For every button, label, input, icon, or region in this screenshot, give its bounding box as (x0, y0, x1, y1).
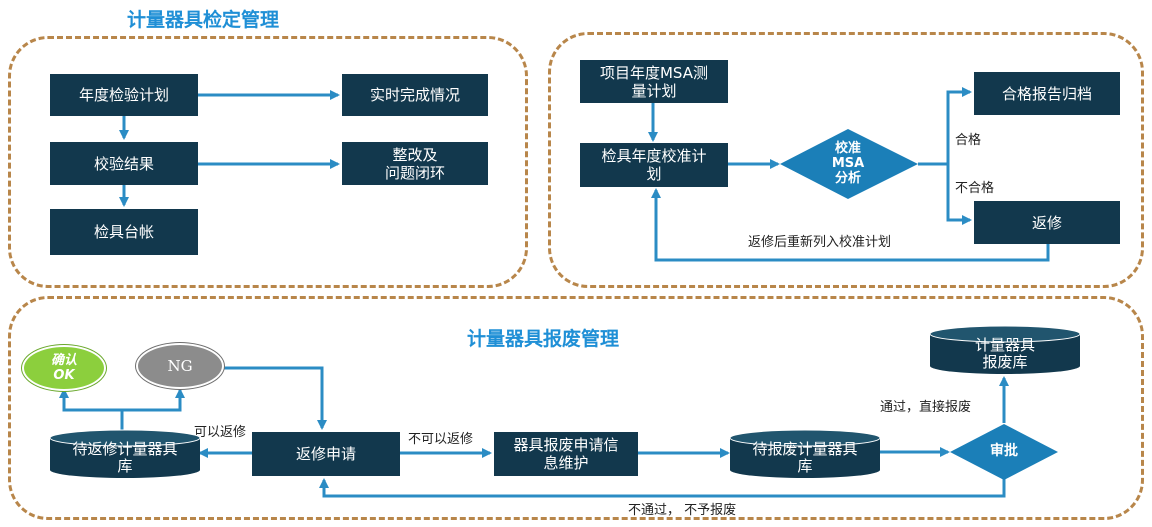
approved-label: 通过，直接报废 (880, 400, 972, 415)
rectify-box: 整改及 问题闭环 (342, 142, 488, 185)
pass-label: 合格 (955, 133, 982, 148)
frame-msa-calibration (548, 32, 1144, 288)
decision-label-calibration: 校准 MSA 分析 (831, 141, 865, 186)
approve-label: 审批 (990, 443, 1018, 459)
repair-loop-label: 返修后重新列入校准计划 (748, 235, 892, 250)
frame-scrap-management (8, 296, 1144, 520)
ng-ellipse: NG (136, 343, 224, 389)
decision-diamond-approve (950, 424, 1058, 480)
arrow-decision-to-repair (946, 164, 972, 225)
cylinder-scrap-store (929, 325, 1081, 374)
arrow-approve-reject-loop (319, 478, 1006, 498)
annual-plan-box: 年度检验计划 (50, 74, 198, 116)
rejected-label: 不通过， 不予报废 (628, 503, 737, 518)
msa-plan-box: 项目年度MSA测 量计划 (580, 60, 728, 103)
arrow-repair-loop (651, 188, 1050, 262)
fail-label: 不合格 (955, 181, 995, 196)
arrow-ng-to-request (222, 366, 327, 430)
pending-scrap-label: 待报废计量器具 库 (752, 440, 858, 475)
arrow-pending-to-ok (59, 388, 124, 432)
cylinder-pending-repair (49, 429, 201, 478)
calibration-plan-box: 检具年度校准计 划 (580, 143, 728, 187)
arrow-decision-to-archive (918, 87, 972, 166)
scrap-management-title: 计量器具报废管理 (467, 328, 620, 350)
cannot-repair-label: 不可以返修 (408, 432, 474, 447)
calibration-management-title: 计量器具检定管理 (127, 9, 280, 31)
decision-diamond-calibration (780, 129, 918, 199)
repair-box: 返修 (974, 201, 1120, 244)
pending-repair-label: 待返修计量器具 库 (72, 440, 178, 475)
frame-calibration-management (8, 36, 528, 288)
repair-request-box: 返修申请 (252, 432, 400, 476)
archive-report-box: 合格报告归档 (974, 72, 1120, 115)
realtime-status-box: 实时完成情况 (342, 74, 488, 116)
arrow-pending-to-ng (122, 388, 185, 412)
calibration-result-box: 校验结果 (50, 142, 198, 185)
confirm-ok-ellipse: 确认 OK (22, 345, 106, 391)
ledger-box: 检具台帐 (50, 209, 198, 255)
scrap-info-box: 器具报废申请信 息维护 (494, 432, 638, 476)
can-repair-label: 可以返修 (194, 425, 247, 440)
scrap-store-label: 计量器具 报废库 (974, 336, 1035, 371)
cylinder-pending-scrap (729, 429, 881, 478)
